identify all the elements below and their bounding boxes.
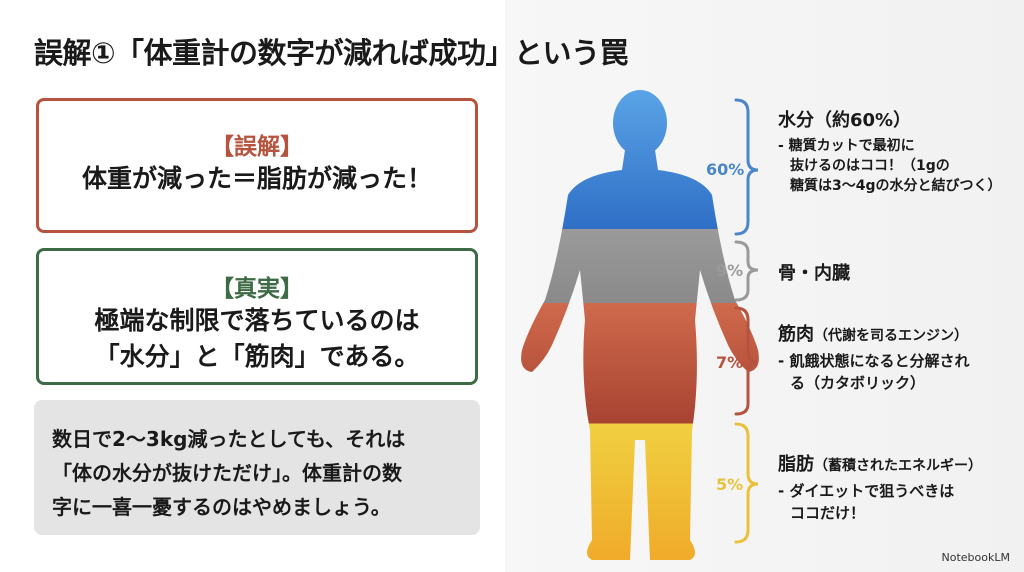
truth-heading: 【真実】 [211, 276, 303, 302]
bracket-water [734, 98, 759, 236]
myth-text: 体重が減った＝脂肪が減った！ [81, 164, 432, 193]
pct-muscle: 7% [716, 353, 744, 372]
segment-name: 骨・内臓 [778, 263, 850, 284]
slide-title: 誤解①「体重計の数字が減れば成功」という罠 [34, 36, 629, 70]
segment-name: 筋肉 [778, 324, 814, 345]
segment-desc: ココだけ！ [790, 504, 866, 522]
pct-fat: 5% [716, 475, 744, 494]
segment-desc: 抜けるのはココ！（1gの [790, 158, 950, 174]
bracket-muscle [734, 306, 759, 416]
label-fat: 脂肪（蓄積されたエネルギー） - ダイエットで狙うべきはココだけ！ [778, 450, 982, 524]
myth-box: 【誤解】 体重が減った＝脂肪が減った！ [36, 98, 478, 233]
pct-bone: 9% [716, 261, 744, 280]
truth-line: 極端な制限で落ちているのは [94, 306, 420, 335]
segment-desc: 糖質は3〜4gの水分と結びつく） [790, 178, 1002, 194]
label-water: 水分（約60%） - 糖質カットで最初に抜けるのはココ！（1gの糖質は3〜4gの… [778, 106, 1002, 196]
segment-desc: - ダイエットで狙うべきは [778, 482, 955, 500]
brand-watermark: NotebookLM [941, 551, 1010, 564]
bracket-fat [734, 422, 759, 544]
segment-sub: （代謝を司るエンジン） [814, 328, 968, 344]
segment-name: 水分 [778, 110, 814, 131]
segment-sub: （約60%） [814, 110, 912, 131]
body-torso [521, 150, 759, 560]
bracket-bone [734, 240, 759, 302]
truth-line: 「水分」と「筋肉」である。 [94, 342, 420, 371]
label-bone: 骨・内臓 [778, 259, 850, 285]
segment-desc: る（カタボリック） [790, 374, 926, 392]
truth-box: 【真実】 極端な制限で落ちているのは 「水分」と「筋肉」である。 [36, 248, 478, 385]
note-line: 「体の水分が抜けただけ」。体重計の数 [52, 461, 402, 485]
body-head [613, 90, 667, 156]
segment-desc: - 糖質カットで最初に [778, 138, 915, 154]
label-muscle: 筋肉（代謝を司るエンジン） - 飢餓状態になると分解される（カタボリック） [778, 320, 969, 394]
note-box: 数日で2〜3kg減ったとしても、それは 「体の水分が抜けただけ」。体重計の数 字… [34, 400, 480, 535]
segment-name: 脂肪 [778, 454, 814, 475]
note-line: 数日で2〜3kg減ったとしても、それは [52, 427, 406, 451]
myth-heading: 【誤解】 [211, 134, 303, 160]
note-line: 字に一喜一憂するのはやめましょう。 [52, 495, 391, 519]
segment-sub: （蓄積されたエネルギー） [814, 458, 982, 474]
pct-water: 60% [706, 160, 745, 179]
segment-desc: - 飢餓状態になると分解され [778, 352, 970, 370]
